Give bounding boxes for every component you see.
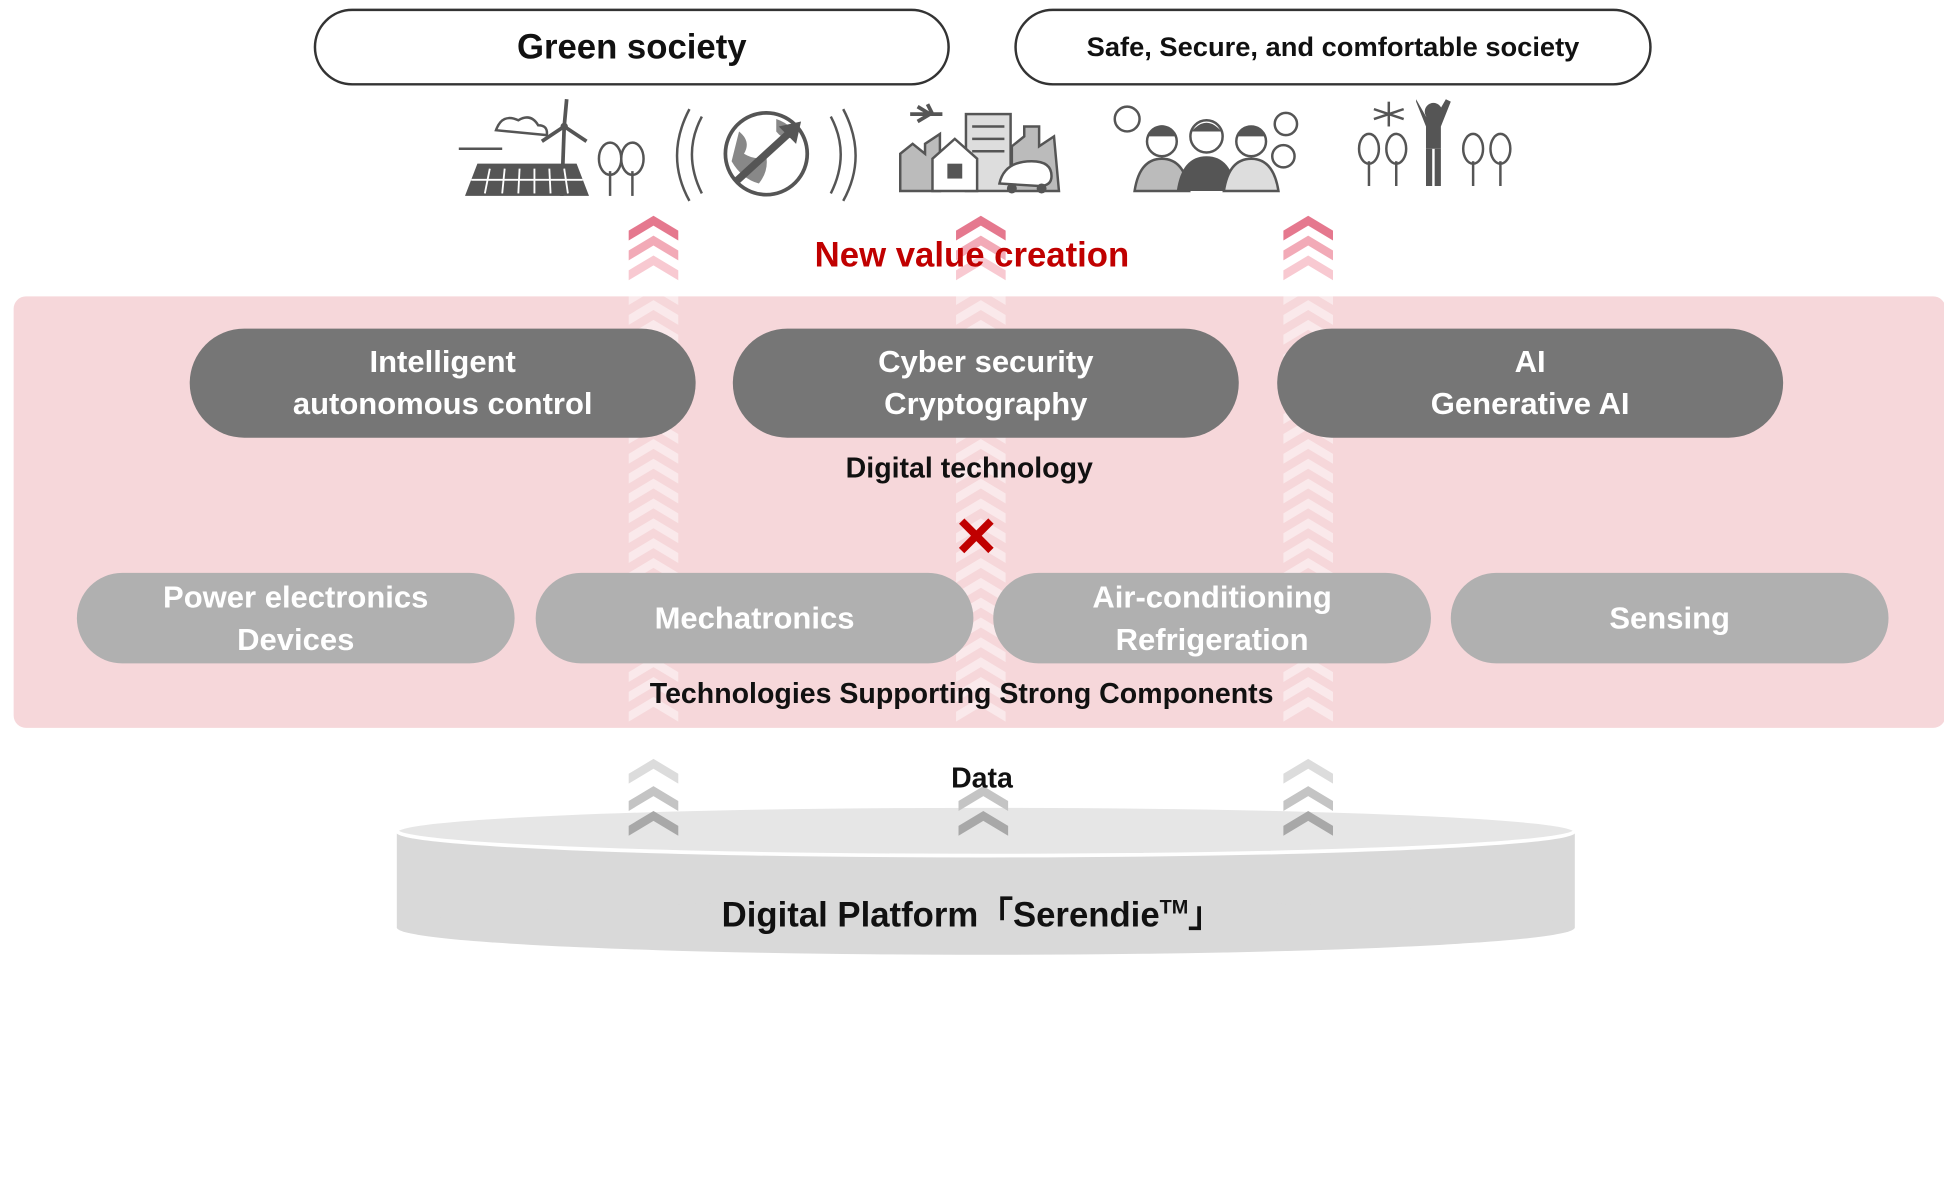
- trail-chevron: [628, 558, 679, 583]
- pill-line-2: Devices: [237, 621, 355, 657]
- intelligent-autonomous-control-pill: Intelligent autonomous control: [189, 328, 696, 438]
- digital-technology-label: Digital technology: [845, 451, 1093, 484]
- pill-line-2: autonomous control: [292, 386, 593, 422]
- trail-chevron: [1283, 300, 1333, 325]
- trail-chevron: [628, 677, 679, 702]
- safe-society-pill: Safe, Secure, and comfortable society: [1014, 8, 1652, 86]
- globe-arrow-icon: [675, 108, 857, 202]
- platform-label: Digital Platform「SerendieTM」: [722, 888, 1223, 938]
- trail-chevron: [628, 518, 679, 544]
- green-society-pill: Green society: [313, 8, 950, 86]
- trail-chevron: [628, 478, 679, 504]
- trail-chevron: [1283, 538, 1333, 563]
- trail-chevron: [1283, 518, 1333, 544]
- trail-chevron: [1283, 478, 1333, 504]
- trail-chevron: [956, 280, 1006, 306]
- trail-chevron: [628, 538, 679, 563]
- cyber-security-pill: Cyber security Cryptography: [732, 328, 1239, 438]
- trail-chevron: [956, 458, 1006, 484]
- platform-cylinder: [394, 804, 1577, 955]
- green-society-label: Green society: [516, 27, 747, 66]
- pill-line-2: Generative AI: [1430, 386, 1630, 422]
- city-airplane-car-icon: [899, 103, 1061, 194]
- mechatronics-pill: Mechatronics: [535, 572, 974, 664]
- trail-chevron: [956, 637, 1006, 663]
- trail-chevron: [956, 438, 1006, 464]
- pill-line-1: Sensing: [1609, 600, 1730, 636]
- trail-chevron: [956, 577, 1006, 603]
- trail-chevron: [1283, 458, 1333, 484]
- trail-chevron: [628, 300, 679, 325]
- ai-pill: AI Generative AI: [1277, 328, 1784, 438]
- safe-society-label: Safe, Secure, and comfortable society: [1086, 31, 1580, 62]
- trail-chevron: [956, 518, 1006, 544]
- trail-chevron: [628, 696, 679, 722]
- air-conditioning-pill: Air-conditioning Refrigeration: [993, 572, 1431, 664]
- trademark-symbol: TM: [1159, 897, 1189, 919]
- data-arrow-left: [628, 758, 679, 836]
- trail-chevron: [628, 438, 679, 464]
- trail-chevron: [1283, 498, 1333, 524]
- trail-chevron: [956, 300, 1006, 325]
- people-conversation-icon: [1113, 105, 1299, 193]
- data-arrow-right: [1283, 758, 1333, 836]
- trail-chevron: [1283, 696, 1333, 722]
- trail-chevron: [956, 538, 1006, 563]
- trail-chevron: [956, 478, 1006, 504]
- pill-line-2: Refrigeration: [1115, 621, 1309, 657]
- pill-line-1: Power electronics: [163, 579, 429, 615]
- data-label: Data: [951, 761, 1013, 794]
- pill-line-1: Intelligent: [369, 344, 516, 380]
- pill-line-1: Air-conditioning: [1092, 579, 1332, 615]
- trail-chevron: [1283, 438, 1333, 464]
- trail-chevron: [956, 677, 1006, 702]
- platform-name: Digital Platform「Serendie: [721, 895, 1160, 934]
- trail-chevron: [956, 498, 1006, 524]
- trail-chevron: [1283, 280, 1333, 306]
- trail-chevron: [956, 696, 1006, 722]
- trail-chevron: [628, 458, 679, 484]
- components-label: Technologies Supporting Strong Component…: [649, 677, 1274, 710]
- trail-chevron: [628, 498, 679, 524]
- pill-line-1: Cyber security: [878, 344, 1094, 380]
- trail-chevron: [956, 558, 1006, 583]
- power-electronics-pill: Power electronics Devices: [76, 572, 515, 664]
- platform-bracket: 」: [1188, 895, 1224, 934]
- trail-chevron: [1283, 558, 1333, 583]
- new-value-creation-label: New value creation: [814, 235, 1130, 275]
- pill-line-1: AI: [1514, 344, 1546, 380]
- sensing-pill: Sensing: [1450, 572, 1889, 664]
- person-trees-icon: [1357, 99, 1512, 187]
- pill-line-1: Mechatronics: [654, 600, 855, 636]
- wind-solar-trees-icon: [458, 99, 645, 196]
- pill-line-2: Cryptography: [884, 386, 1088, 422]
- trail-chevron: [628, 280, 679, 306]
- trail-chevron: [1283, 677, 1333, 702]
- cross-symbol: ×: [956, 496, 997, 575]
- trail-chevron: [956, 657, 1006, 682]
